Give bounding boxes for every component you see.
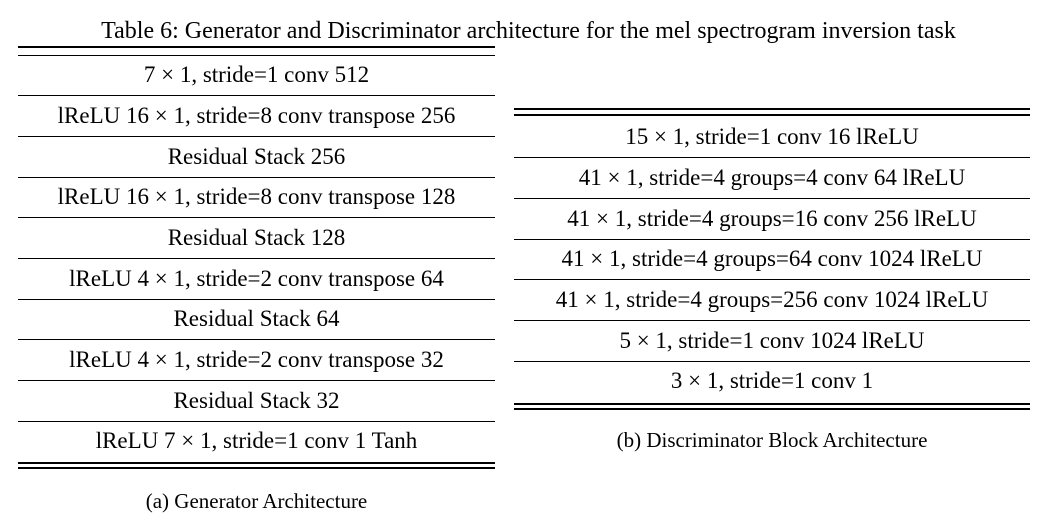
row-divider bbox=[18, 339, 495, 340]
table-row: Residual Stack 64 bbox=[173, 306, 340, 331]
row-divider bbox=[18, 177, 495, 178]
row-divider bbox=[18, 136, 495, 137]
table-row: 15 × 1, stride=1 conv 16 lReLU bbox=[625, 124, 919, 149]
bottom-rule bbox=[514, 403, 1030, 405]
discriminator-table: 15 × 1, stride=1 conv 16 lReLU 41 × 1, s… bbox=[514, 108, 1030, 413]
table-row: Residual Stack 128 bbox=[167, 225, 346, 250]
bottom-rule bbox=[18, 467, 495, 469]
row-divider bbox=[514, 320, 1030, 321]
table-row: lReLU 4 × 1, stride=2 conv transpose 64 bbox=[69, 266, 444, 291]
table-row: lReLU 16 × 1, stride=8 conv transpose 25… bbox=[57, 103, 456, 128]
table-row: 7 × 1, stride=1 conv 512 bbox=[143, 62, 370, 87]
generator-table: 7 × 1, stride=1 conv 512 lReLU 16 × 1, s… bbox=[18, 46, 495, 476]
bottom-rule bbox=[514, 408, 1030, 410]
discriminator-caption: (b) Discriminator Block Architecture bbox=[616, 428, 928, 452]
table-row: lReLU 16 × 1, stride=8 conv transpose 12… bbox=[57, 184, 456, 209]
table-row: 41 × 1, stride=4 groups=256 conv 1024 lR… bbox=[555, 287, 989, 312]
table-row: lReLU 4 × 1, stride=2 conv transpose 32 bbox=[69, 347, 444, 372]
bottom-rule bbox=[18, 462, 495, 464]
row-divider bbox=[514, 239, 1030, 240]
row-divider bbox=[18, 217, 495, 218]
table-row: Residual Stack 256 bbox=[167, 144, 346, 169]
table-row: 41 × 1, stride=4 groups=64 conv 1024 lRe… bbox=[561, 246, 983, 271]
table-row: 41 × 1, stride=4 groups=16 conv 256 lReL… bbox=[567, 206, 977, 231]
table-row: Residual Stack 32 bbox=[173, 388, 340, 413]
row-divider bbox=[514, 361, 1030, 362]
top-rule bbox=[514, 114, 1030, 116]
row-divider bbox=[514, 198, 1030, 199]
row-divider bbox=[18, 299, 495, 300]
row-divider bbox=[18, 421, 495, 422]
row-divider bbox=[514, 157, 1030, 158]
table-row: lReLU 7 × 1, stride=1 conv 1 Tanh bbox=[95, 428, 418, 453]
row-divider bbox=[514, 279, 1030, 280]
table-row: 3 × 1, stride=1 conv 1 bbox=[670, 368, 874, 393]
row-divider bbox=[18, 95, 495, 96]
table-title: Table 6: Generator and Discriminator arc… bbox=[101, 18, 956, 44]
row-divider bbox=[18, 258, 495, 259]
row-divider bbox=[18, 55, 495, 56]
row-divider bbox=[18, 380, 495, 381]
table-row: 41 × 1, stride=4 groups=4 conv 64 lReLU bbox=[578, 165, 966, 190]
generator-caption: (a) Generator Architecture bbox=[145, 489, 368, 513]
top-rule bbox=[514, 108, 1030, 110]
top-rule bbox=[18, 46, 495, 48]
table-row: 5 × 1, stride=1 conv 1024 lReLU bbox=[619, 328, 925, 353]
